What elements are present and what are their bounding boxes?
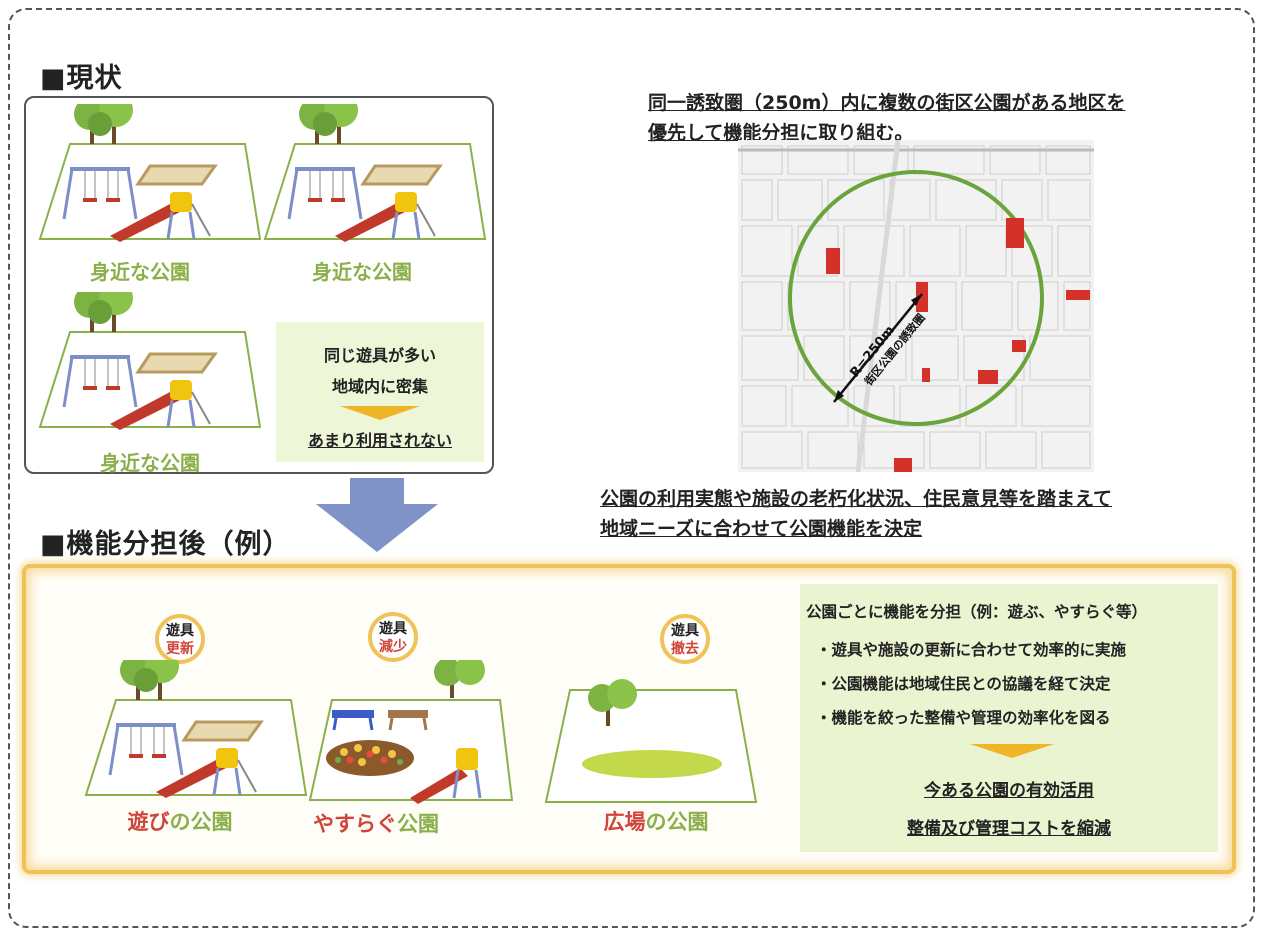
- map-heading-line1: 同一誘致圏（250m）内に複数の街区公園がある地区を: [648, 92, 1126, 114]
- relax-park-label: やすらぐ公園: [266, 808, 486, 838]
- info-bullet: ・機能を絞った整備や管理の効率化を図る: [816, 709, 1111, 727]
- badge-remove: 遊具 撤去: [660, 614, 710, 664]
- relax-park-illustration: [308, 660, 514, 804]
- park-label: 身近な公園: [312, 260, 412, 284]
- map-footer-line2: 地域ニーズに合わせて公園機能を決定: [600, 518, 923, 540]
- note-result: あまり利用されない: [307, 431, 452, 450]
- info-bullet: ・遊具や施設の更新に合わせて効率的に実施: [816, 641, 1127, 659]
- playground-illustration: [263, 104, 487, 244]
- playground-illustration: [38, 104, 262, 244]
- label-suffix: の公園: [169, 810, 233, 834]
- map-footer: 公園の利用実態や施設の老朽化状況、住民意見等を踏まえて 地域ニーズに合わせて公園…: [600, 484, 1112, 544]
- badge-top: 遊具: [166, 623, 194, 639]
- badge-bottom: 撤去: [671, 641, 699, 657]
- map-heading-line2: 優先して機能分担に取り組む。: [648, 122, 914, 144]
- park-label: 身近な公園: [100, 451, 200, 475]
- play-park-illustration: [84, 660, 308, 800]
- badge-top: 遊具: [671, 623, 699, 639]
- label-main: やすらぐ: [313, 812, 397, 836]
- after-section-title: ■機能分担後（例）: [40, 529, 291, 560]
- label-suffix: 公園: [397, 812, 439, 836]
- label-suffix: の公園: [645, 810, 709, 834]
- badge-bottom: 更新: [166, 641, 194, 657]
- map-footer-line1: 公園の利用実態や施設の老朽化状況、住民意見等を踏まえて: [600, 488, 1113, 510]
- down-triangle-icon: [970, 744, 1054, 758]
- playground-illustration: [38, 292, 262, 432]
- problem-note-box: 同じ遊具が多い 地域内に密集 あまり利用されない: [276, 322, 484, 462]
- info-result: 整備及び管理コストを縮減: [907, 819, 1111, 839]
- open-space-park-illustration: [544, 679, 758, 803]
- badge-reduce: 遊具 減少: [368, 612, 418, 662]
- badge-top: 遊具: [379, 621, 407, 637]
- down-triangle-icon: [340, 406, 420, 420]
- note-line: 地域内に密集: [331, 377, 428, 396]
- play-park-label: 遊びの公園: [70, 806, 290, 836]
- down-arrow-icon: [316, 478, 438, 552]
- note-line: 同じ遊具が多い: [323, 346, 436, 365]
- info-result: 今ある公園の有効活用: [924, 781, 1094, 801]
- district-map: R=250m 街区公園の誘致圏: [738, 140, 1094, 472]
- function-info-box: 公園ごとに機能を分担（例：遊ぶ、やすらぐ等） ・遊具や施設の更新に合わせて効率的…: [800, 584, 1218, 852]
- badge-bottom: 減少: [379, 639, 407, 655]
- current-section-title: ■現状: [40, 63, 123, 94]
- info-bullet: ・公園機能は地域住民との協議を経て決定: [816, 675, 1111, 693]
- label-main: 広場: [603, 810, 646, 834]
- map-heading: 同一誘致圏（250m）内に複数の街区公園がある地区を 優先して機能分担に取り組む…: [648, 88, 1125, 148]
- info-title: 公園ごとに機能を分担（例：遊ぶ、やすらぐ等）: [806, 603, 1148, 621]
- open-space-park-label: 広場の公園: [546, 806, 766, 836]
- label-main: 遊び: [127, 810, 170, 834]
- badge-update: 遊具 更新: [155, 614, 205, 664]
- park-label: 身近な公園: [90, 260, 190, 284]
